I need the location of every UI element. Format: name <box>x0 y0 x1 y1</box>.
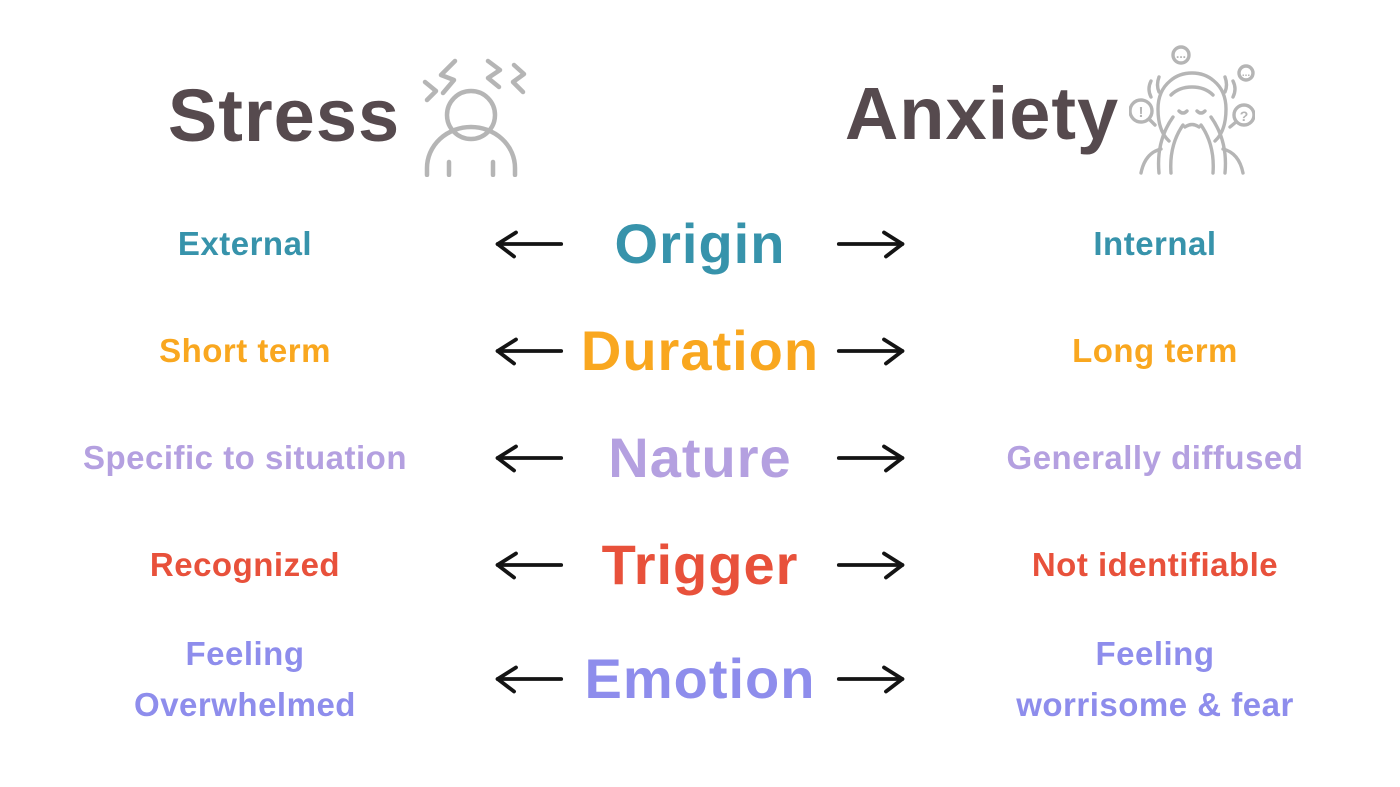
right-arrow-icon <box>835 224 910 264</box>
left-arrow-icon <box>490 438 565 478</box>
comparison-row: Short term Duration Long term <box>0 297 1400 404</box>
left-arrow-icon <box>490 331 565 371</box>
category-label: Origin <box>614 211 786 275</box>
stress-attribute-label: External <box>177 224 313 262</box>
anxious-person-icon: ! ? ... ... <box>1128 45 1256 182</box>
svg-text:...: ... <box>1176 47 1186 61</box>
anxiety-header: Anxiety <box>700 45 1400 190</box>
comparison-row: Specific to situation Nature Generally d… <box>0 404 1400 511</box>
svg-text:...: ... <box>1242 68 1251 79</box>
category-label: Duration <box>580 318 820 382</box>
stress-header: Stress <box>0 49 700 190</box>
anxiety-title: Anxiety <box>844 71 1120 155</box>
header: Stress Anxiety <box>0 0 1400 190</box>
anxiety-attribute-label: Long term <box>1072 331 1238 369</box>
anxiety-attribute-label: Generally diffused <box>1006 438 1304 476</box>
svg-text:!: ! <box>1139 104 1144 121</box>
stress-attribute-label: Specific to situation <box>82 438 408 476</box>
svg-text:?: ? <box>1240 108 1249 124</box>
category-label: Nature <box>608 425 792 489</box>
stress-title: Stress <box>167 73 401 157</box>
comparison-row: Recognized Trigger Not identifiable <box>0 511 1400 618</box>
comparison-row: External Origin Internal <box>0 190 1400 297</box>
right-arrow-icon <box>835 331 910 371</box>
left-arrow-icon <box>490 659 565 699</box>
right-arrow-icon <box>835 438 910 478</box>
right-arrow-icon <box>835 659 910 699</box>
stress-attribute-label: Short term <box>159 331 331 369</box>
left-arrow-icon <box>490 224 565 264</box>
category-label: Emotion <box>584 647 816 710</box>
stressed-person-icon <box>410 49 532 182</box>
left-arrow-icon <box>490 545 565 585</box>
anxiety-attribute-label: Internal <box>1093 224 1217 262</box>
category-label: Trigger <box>601 532 799 596</box>
right-arrow-icon <box>835 545 910 585</box>
stress-attribute-label: Recognized <box>149 545 341 583</box>
comparison-rows: External Origin Internal Short term <box>0 190 1400 740</box>
anxiety-attribute-label: Not identifiable <box>1031 545 1279 583</box>
